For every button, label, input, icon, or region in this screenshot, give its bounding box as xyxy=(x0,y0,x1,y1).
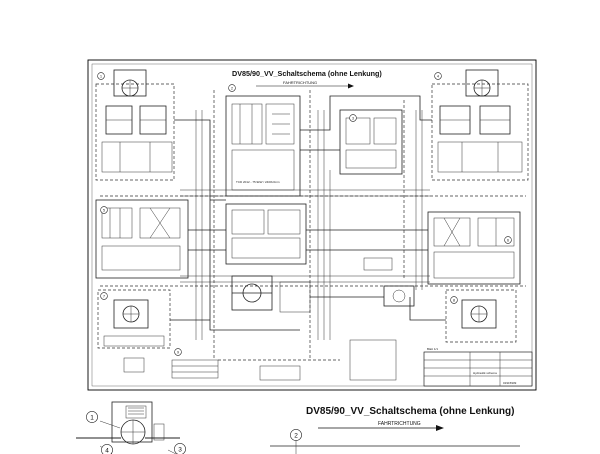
balloon-label-3: 3 xyxy=(178,446,182,453)
titleblock-drawing-number: 01915909 xyxy=(503,381,517,385)
zoom-wheel-motor xyxy=(76,401,180,454)
balloon-8 xyxy=(450,296,458,304)
balloon-label-6: 6 xyxy=(507,238,509,242)
balloon-2 xyxy=(290,429,302,441)
titleblock-company: Hydraulik schema xyxy=(473,371,497,375)
balloon-label-9: 9 xyxy=(177,350,179,354)
balloon-label-1: 1 xyxy=(90,414,94,421)
zoom-title: DV85/90_VV_Schaltschema (ohne Lenkung) xyxy=(306,406,514,417)
balloon-label-5: 5 xyxy=(103,208,105,212)
engine-spec-note: TCD 2012 - 75.9kW / 2400U/min xyxy=(236,180,280,184)
direction-label: FAHRTRICHTUNG xyxy=(283,80,317,85)
title-block: Blatt 1/1 Hydraulik schema 01915909 xyxy=(423,347,533,387)
balloon-4 xyxy=(101,444,113,454)
balloon-label-7: 7 xyxy=(103,294,105,298)
sheet-frame xyxy=(87,59,537,391)
sheet-number: Blatt 1/1 xyxy=(427,347,438,351)
sheet-inner-frame xyxy=(91,63,533,387)
balloon-2 xyxy=(228,84,236,92)
balloon-label-1: 1 xyxy=(100,74,102,78)
balloon-label-2: 2 xyxy=(294,432,298,439)
middle-actuators xyxy=(349,257,415,381)
balloon-9 xyxy=(174,348,182,356)
balloon-1 xyxy=(86,411,98,423)
balloon-3 xyxy=(174,443,186,454)
control-block-right xyxy=(427,211,521,285)
zoom-balloons: 1 2 3 4 xyxy=(86,411,302,454)
wheel-motor-top-left xyxy=(95,69,175,181)
balloon-1 xyxy=(97,72,105,80)
balloon-7 xyxy=(100,292,108,300)
wheel-motor-top-right xyxy=(431,69,529,181)
balloon-label-8: 8 xyxy=(453,298,455,302)
balloon-label-2: 2 xyxy=(231,86,233,90)
balloon-3 xyxy=(349,114,357,122)
balloon-label-3: 3 xyxy=(352,116,354,120)
pipe-main xyxy=(170,95,446,331)
zoom-direction-label: FAHRTRICHTUNG xyxy=(378,421,421,427)
direction-arrow xyxy=(256,83,354,89)
zoom-direction-arrow xyxy=(318,425,444,431)
balloon-6 xyxy=(504,236,512,244)
zoomed-detail: DV85/90_VV_Schaltschema (ohne Lenkung) F… xyxy=(76,401,520,454)
wheel-motor-bottom-left xyxy=(97,289,171,373)
main-sheet: DV85/90_VV_Schaltschema (ohne Lenkung) F… xyxy=(87,59,537,391)
balloon-label-4: 4 xyxy=(437,74,439,78)
balloon-label-4: 4 xyxy=(105,447,109,454)
balloon-4 xyxy=(434,72,442,80)
right-valve-block xyxy=(339,109,403,175)
center-valve-block-lower xyxy=(225,203,307,265)
wheel-motor-bottom-right xyxy=(445,289,517,343)
pilot-lines xyxy=(100,90,526,361)
item-balloons: 1 2 3 4 5 6 7 8 9 xyxy=(97,72,512,356)
balloon-5 xyxy=(100,206,108,214)
sheet-title: DV85/90_VV_Schaltschema (ohne Lenkung) xyxy=(232,69,382,78)
notes-box xyxy=(171,359,301,381)
control-block-left xyxy=(95,199,189,279)
